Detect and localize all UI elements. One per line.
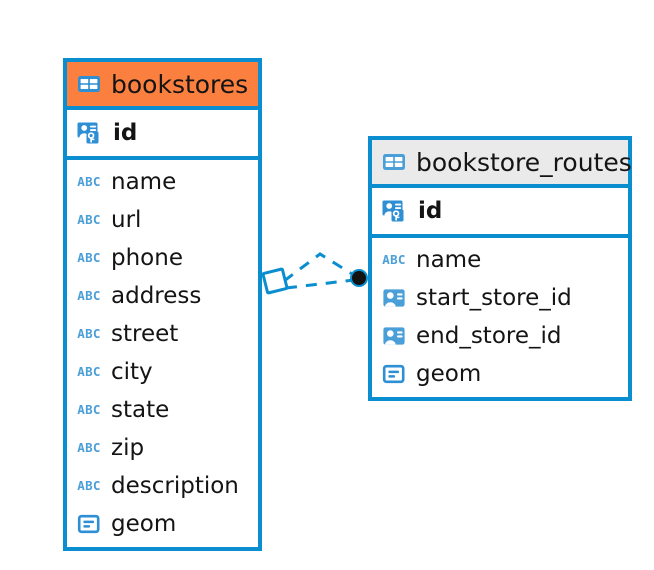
field-label: name xyxy=(111,168,177,195)
field-row-geom[interactable]: geom xyxy=(67,505,258,543)
foreign-key-icon xyxy=(381,285,407,311)
field-label: id xyxy=(113,119,138,146)
field-row-state[interactable]: ABC state xyxy=(67,391,258,429)
field-label: zip xyxy=(111,434,145,461)
abc-text-icon: ABC xyxy=(77,401,101,417)
abc-text-icon: ABC xyxy=(77,249,101,265)
entity-bookstore_routes[interactable]: bookstore_routes xyxy=(368,136,632,401)
crows-foot-diamond-marker xyxy=(261,267,289,295)
geometry-icon xyxy=(381,361,407,387)
field-row-city[interactable]: ABC city xyxy=(67,353,258,391)
abc-text-icon: ABC xyxy=(382,251,406,267)
field-label: description xyxy=(111,472,239,499)
field-row-zip[interactable]: ABC zip xyxy=(67,429,258,467)
entity-title: bookstore_routes xyxy=(416,147,632,177)
field-label: address xyxy=(111,282,202,309)
primary-key-icon xyxy=(381,197,409,225)
field-list-bookstores: ABC name ABC url ABC phone ABC address A… xyxy=(67,160,258,547)
primary-key-block: id xyxy=(67,110,258,160)
primary-key-icon xyxy=(76,119,104,147)
abc-text-icon: ABC xyxy=(77,287,101,303)
abc-text-icon: ABC xyxy=(77,211,101,227)
geometry-icon xyxy=(76,511,102,537)
field-label: street xyxy=(111,320,179,347)
field-row-url[interactable]: ABC url xyxy=(67,201,258,239)
field-row-start_store_id[interactable]: start_store_id xyxy=(372,279,628,317)
field-label: geom xyxy=(416,360,482,387)
field-row-name[interactable]: ABC name xyxy=(67,163,258,201)
relationship-line-upper xyxy=(283,252,358,283)
abc-text-icon: ABC xyxy=(77,477,101,493)
field-label: city xyxy=(111,358,153,385)
relationship-line-lower xyxy=(285,278,355,290)
table-icon xyxy=(76,71,102,97)
field-label: geom xyxy=(111,510,177,537)
entity-title: bookstores xyxy=(111,69,249,99)
entity-bookstores[interactable]: bookstores xyxy=(63,58,262,551)
abc-text-icon: ABC xyxy=(77,439,101,455)
field-label: start_store_id xyxy=(416,284,572,311)
field-label: end_store_id xyxy=(416,322,562,349)
abc-text-icon: ABC xyxy=(77,325,101,341)
field-label: name xyxy=(416,246,482,273)
field-row-id[interactable]: id xyxy=(67,110,258,156)
field-row-address[interactable]: ABC address xyxy=(67,277,258,315)
field-label: id xyxy=(418,197,443,224)
field-row-street[interactable]: ABC street xyxy=(67,315,258,353)
field-label: state xyxy=(111,396,170,423)
primary-key-block: id xyxy=(372,188,628,238)
field-row-description[interactable]: ABC description xyxy=(67,467,258,505)
entity-header-bookstore_routes: bookstore_routes xyxy=(372,140,632,188)
field-label: phone xyxy=(111,244,183,271)
abc-text-icon: ABC xyxy=(77,173,101,189)
field-list-bookstore_routes: ABC name start_store_id xyxy=(372,238,628,397)
filled-circle-marker xyxy=(350,269,368,287)
entity-header-bookstores: bookstores xyxy=(67,62,258,110)
field-row-name[interactable]: ABC name xyxy=(372,241,628,279)
field-row-geom[interactable]: geom xyxy=(372,355,628,393)
table-icon xyxy=(381,149,407,175)
abc-text-icon: ABC xyxy=(77,363,101,379)
field-row-end_store_id[interactable]: end_store_id xyxy=(372,317,628,355)
foreign-key-icon xyxy=(381,323,407,349)
field-row-phone[interactable]: ABC phone xyxy=(67,239,258,277)
field-row-id[interactable]: id xyxy=(372,188,628,234)
field-label: url xyxy=(111,206,142,233)
